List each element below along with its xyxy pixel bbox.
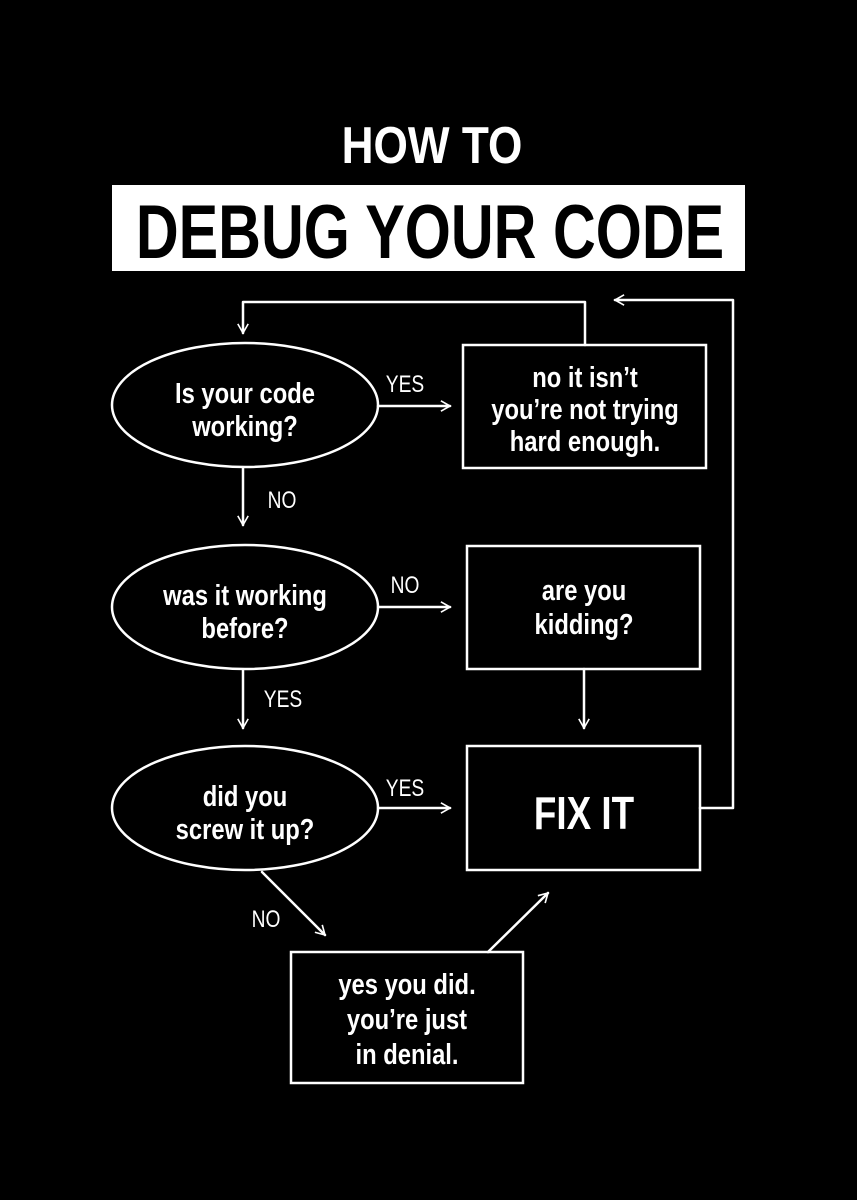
edge-label-no: NO (252, 905, 281, 933)
edge-label-no: NO (268, 486, 297, 514)
node-text: kidding? (534, 608, 633, 641)
node-text: you’re not trying (491, 393, 678, 426)
node-text: hard enough. (510, 425, 660, 458)
edge-label-yes: YES (386, 370, 424, 398)
node-text: Is your code (175, 377, 315, 410)
node-text: in denial. (356, 1038, 459, 1071)
node-text: was it working (162, 579, 327, 612)
box-in-denial (289, 950, 525, 1085)
node-text: are you (542, 574, 627, 607)
title-banner (112, 185, 745, 271)
box-not-trying-hard (461, 343, 708, 470)
node-text: no it isn’t (532, 361, 638, 394)
node-text: FIX IT (534, 787, 634, 839)
node-text: screw it up? (176, 813, 315, 846)
edge-label-yes: YES (264, 685, 302, 713)
node-text: did you (203, 780, 287, 813)
node-text: working? (191, 410, 298, 443)
edge-label-no: NO (391, 571, 420, 599)
node-text: yes you did. (338, 968, 475, 1001)
edge-label-yes: YES (386, 774, 424, 802)
box-fix-it (465, 744, 702, 872)
arrow-q3-no (260, 870, 327, 937)
node-text: before? (201, 612, 288, 645)
node-text: you’re just (347, 1003, 467, 1036)
title-debug-your-code: DEBUG YOUR CODE (136, 190, 724, 275)
loop-arrow-to-start (243, 300, 587, 347)
arrow-denial-to-fix (486, 891, 550, 954)
loop-arrow-from-fix (615, 300, 735, 810)
title-how-to: HOW TO (342, 117, 523, 175)
